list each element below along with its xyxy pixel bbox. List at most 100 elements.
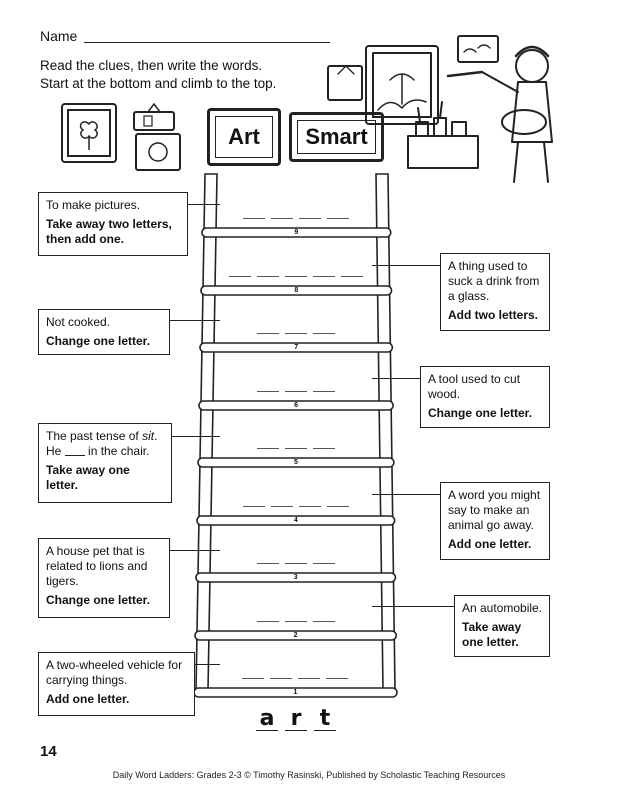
connector-6	[372, 378, 420, 379]
answer-blank[interactable]	[256, 621, 279, 622]
answer-blank[interactable]	[242, 506, 265, 507]
smart-title-frame: Smart	[289, 112, 384, 162]
answer-blank[interactable]	[285, 276, 308, 277]
answer-blank[interactable]	[270, 678, 293, 679]
clue-2-text: An automobile.	[462, 601, 543, 615]
connector-8	[372, 265, 440, 266]
clue-4-text: A word you might say to make an animal g…	[448, 488, 541, 532]
answer-blank[interactable]	[243, 218, 266, 219]
rung-number: 1	[293, 689, 298, 696]
ladder-rung	[197, 457, 395, 468]
clue-box-4: A word you might say to make an animal g…	[440, 482, 550, 560]
ladder-rung	[195, 572, 397, 583]
clue-1-text: A two-wheeled vehicle for carrying thing…	[46, 658, 183, 687]
answer-blank[interactable]	[312, 621, 335, 622]
connector-9	[188, 204, 220, 205]
start-letter: t	[314, 708, 336, 731]
clue-box-6: A tool used to cut wood. Change one lett…	[420, 366, 550, 428]
ladder-rung	[196, 515, 396, 526]
answer-blank[interactable]	[327, 218, 350, 219]
answer-blank[interactable]	[326, 506, 349, 507]
frames-illustration	[61, 102, 181, 171]
answer-blank[interactable]	[284, 563, 307, 564]
rung-number: 2	[293, 632, 298, 639]
clue-6-text: A tool used to cut wood.	[428, 372, 521, 401]
ladder-right-rail	[375, 173, 396, 691]
rung-number: 9	[294, 229, 299, 236]
answer-blank[interactable]	[257, 333, 280, 334]
clue-2-action: Take away one letter.	[462, 620, 522, 649]
instructions-line-2: Start at the bottom and climb to the top…	[40, 76, 277, 91]
answer-blank[interactable]	[257, 391, 280, 392]
answer-blank[interactable]	[313, 333, 336, 334]
rung-number: 6	[294, 402, 298, 409]
name-field[interactable]	[84, 42, 330, 43]
clue-7-text: Not cooked.	[46, 315, 111, 329]
clue-9-text: To make pictures.	[46, 198, 141, 212]
clue-6-action: Change one letter.	[428, 406, 533, 420]
clue-7-action: Change one letter.	[46, 334, 151, 348]
name-label: Name	[40, 28, 78, 44]
answer-blank[interactable]	[341, 276, 364, 277]
ladder-rung	[200, 285, 393, 296]
answer-blank[interactable]	[285, 391, 308, 392]
answer-blank[interactable]	[256, 563, 279, 564]
start-letter: r	[285, 708, 307, 731]
answer-blank[interactable]	[298, 506, 321, 507]
rung-number: 4	[293, 517, 298, 524]
clue-box-7: Not cooked. Change one letter.	[38, 309, 170, 355]
connector-1	[195, 664, 220, 665]
clue-box-5: The past tense of sit.He in the chair. T…	[38, 423, 172, 503]
clue-5-action: Take away one letter.	[46, 463, 130, 492]
rung-number: 3	[293, 574, 298, 581]
clue-5-text: The past tense of sit.He in the chair.	[46, 429, 158, 458]
answer-blank[interactable]	[299, 218, 322, 219]
clue-box-9: To make pictures. Take away two letters,…	[38, 192, 188, 256]
clue-box-3: A house pet that is related to lions and…	[38, 538, 170, 618]
connector-7	[170, 320, 220, 321]
answer-blank[interactable]	[326, 678, 349, 679]
answer-blank[interactable]	[312, 563, 335, 564]
answer-blank[interactable]	[285, 333, 308, 334]
footer-credit: Daily Word Ladders: Grades 2-3 © Timothy…	[112, 770, 506, 780]
answer-blank[interactable]	[242, 678, 265, 679]
clue-3-text: A house pet that is related to lions and…	[46, 544, 148, 588]
art-title: Art	[228, 124, 260, 149]
rung-number: 7	[294, 344, 299, 351]
instructions-line-1: Read the clues, then write the words.	[40, 58, 263, 73]
clue-4-action: Add one letter.	[448, 537, 532, 551]
ladder-rung	[198, 400, 394, 411]
clue-3-action: Change one letter.	[46, 593, 151, 607]
clue-8-action: Add two letters.	[448, 308, 539, 322]
ladder-rung	[199, 342, 394, 353]
ladder-rung	[201, 227, 392, 238]
rung-number: 5	[293, 459, 298, 466]
answer-blank[interactable]	[256, 448, 279, 449]
clue-1-action: Add one letter.	[46, 692, 130, 706]
answer-blank[interactable]	[270, 506, 293, 507]
clue-9-action: Take away two letters, then add one.	[46, 217, 172, 246]
answer-blank[interactable]	[313, 276, 336, 277]
answer-blank[interactable]	[284, 621, 307, 622]
ladder-left-rail	[195, 173, 218, 691]
art-title-frame: Art	[207, 108, 281, 166]
answer-blank[interactable]	[313, 391, 336, 392]
start-letter: a	[256, 708, 278, 731]
clue-8-text: A thing used to suck a drink from a glas…	[448, 259, 540, 303]
connector-5	[172, 436, 220, 437]
rung-number: 8	[294, 287, 299, 294]
page-number: 14	[40, 743, 57, 760]
connector-3	[170, 550, 220, 551]
answer-blank[interactable]	[298, 678, 321, 679]
smart-title: Smart	[305, 124, 368, 149]
ladder-rung	[194, 630, 398, 641]
answer-blank[interactable]	[257, 276, 280, 277]
answer-blank[interactable]	[284, 448, 307, 449]
clue-box-8: A thing used to suck a drink from a glas…	[440, 253, 550, 331]
answer-blank[interactable]	[271, 218, 294, 219]
connector-2	[372, 606, 454, 607]
answer-blank[interactable]	[229, 276, 252, 277]
answer-blank[interactable]	[312, 448, 335, 449]
painter-illustration	[327, 35, 553, 183]
